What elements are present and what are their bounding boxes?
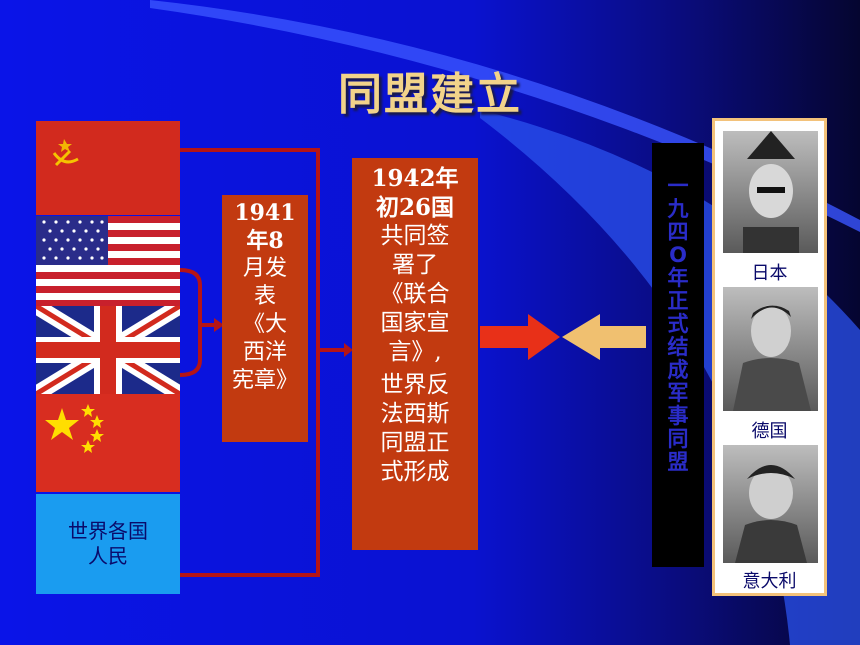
declaration-line: 共同签 xyxy=(380,223,450,249)
axis-leaders-panel: 日本 德国 意大利 xyxy=(712,118,827,596)
soviet-flag xyxy=(36,121,180,215)
charter-line: 宪章》 xyxy=(231,368,298,393)
declaration-year: 1942年 xyxy=(371,165,459,192)
charter-line: 年8 xyxy=(246,228,284,254)
caption-japan: 日本 xyxy=(751,263,788,284)
un-declaration-box: 1942年 初26国 共同签 署了 《联合 国家宣 言》, 世界反 法西斯 同盟… xyxy=(352,158,478,550)
five-stars-icon xyxy=(45,404,104,453)
declaration-line: 同盟正 xyxy=(380,430,450,456)
charter-line: 《大 xyxy=(242,312,287,337)
declaration-line: 国家宣 xyxy=(380,310,450,336)
hammer-sickle-icon xyxy=(52,139,79,167)
uk-flag xyxy=(36,306,180,394)
charter-line: 表 xyxy=(253,284,276,309)
declaration-line: 言》, xyxy=(388,339,442,365)
germany-leader-portrait xyxy=(723,287,818,411)
declaration-line: 《联合 xyxy=(380,281,450,307)
atlantic-charter-box: 1941 年8 月发 表 《大 西洋 宪章》 xyxy=(222,195,308,442)
axis-alliance-text-box: 一九四O年正式结成军事同盟 xyxy=(652,143,704,567)
declaration-line: 世界反 xyxy=(380,372,450,398)
declaration-line: 署了 xyxy=(392,252,438,278)
world-people-label: 世界各国人民 xyxy=(68,519,148,568)
declaration-line: 式形成 xyxy=(380,459,450,485)
charter-line: 西洋 xyxy=(242,340,287,365)
charter-line: 月发 xyxy=(242,256,287,281)
usa-flag xyxy=(36,216,180,306)
charter-year: 1941 xyxy=(234,200,296,226)
union-jack-icon xyxy=(36,306,180,394)
red-arrow-right-icon xyxy=(480,314,560,360)
declaration-line: 法西斯 xyxy=(380,401,450,427)
japan-leader-portrait xyxy=(723,131,818,253)
declaration-line: 初26国 xyxy=(375,194,454,221)
caption-italy: 意大利 xyxy=(742,571,797,592)
tan-arrow-left-icon xyxy=(562,314,646,360)
world-people-box: 世界各国人民 xyxy=(36,494,180,594)
page-title: 同盟建立 xyxy=(338,69,522,120)
stars-stripes-icon xyxy=(36,216,180,306)
axis-alliance-text: 一九四O年正式结成军事同盟 xyxy=(667,174,689,474)
caption-germany: 德国 xyxy=(751,421,788,442)
italy-leader-portrait xyxy=(723,445,818,563)
china-flag xyxy=(36,394,180,492)
